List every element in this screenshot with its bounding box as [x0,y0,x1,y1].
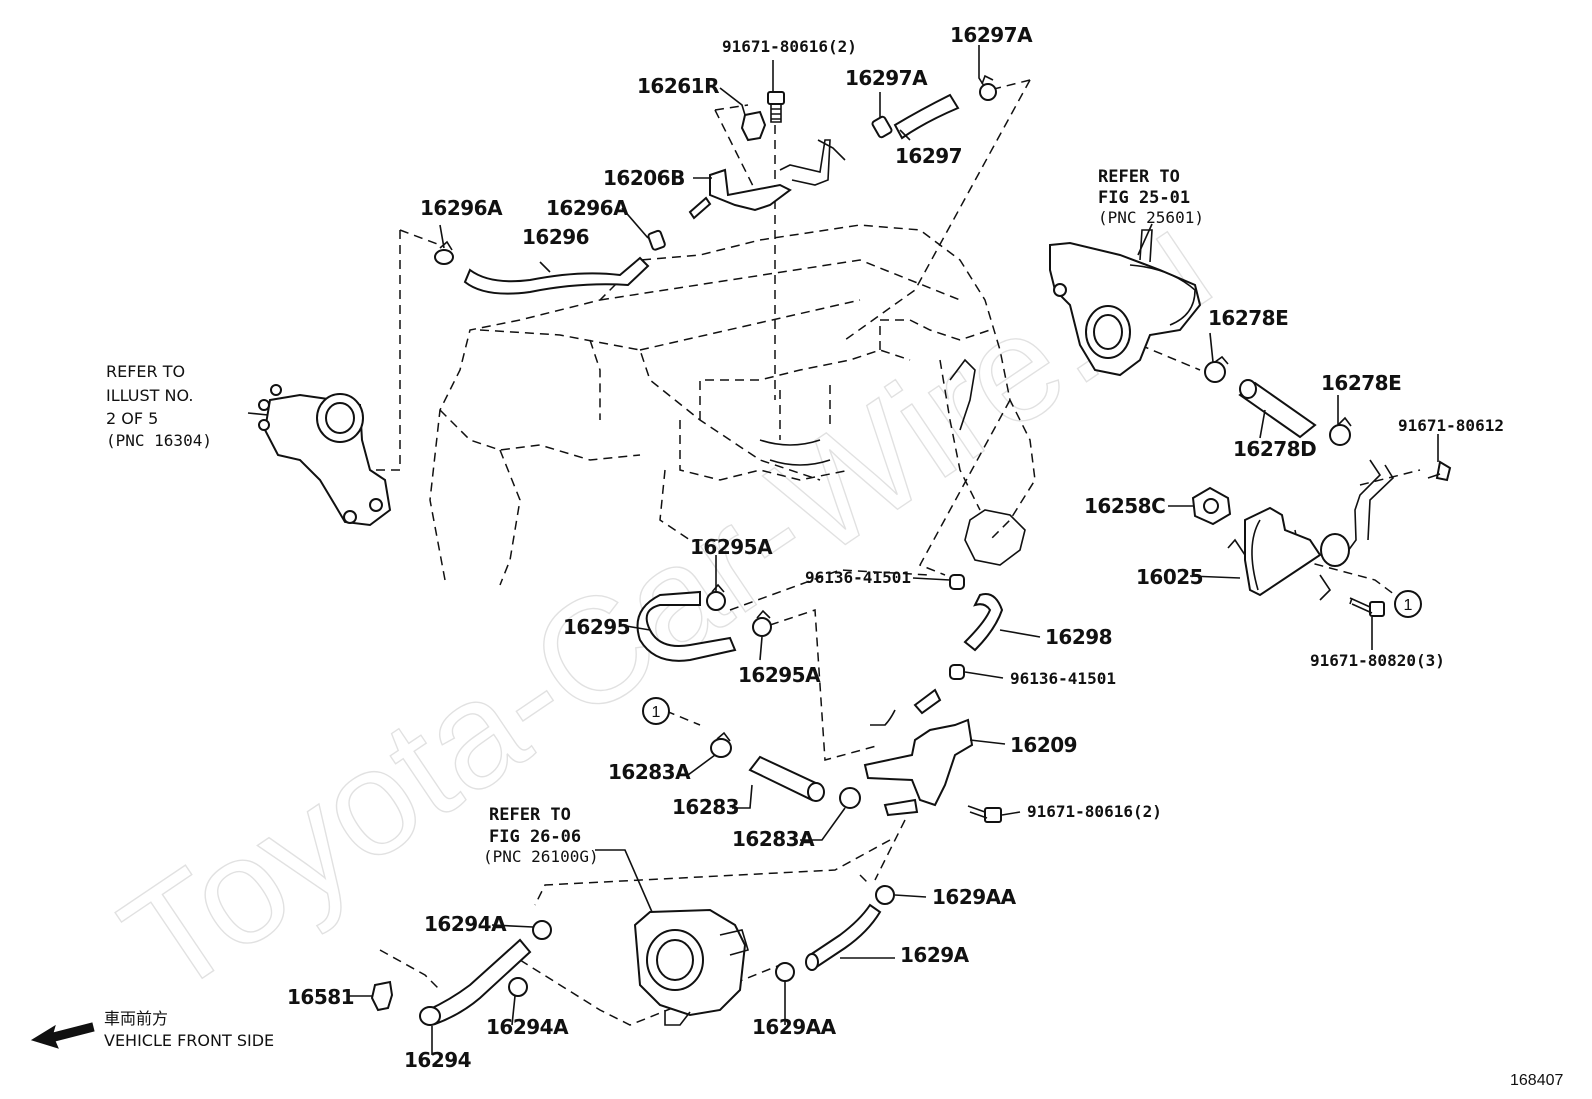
clamp-16295A-top[interactable] [706,583,726,611]
reference-fig-25-01: REFER TO FIG 25-01 (PNC 25601) [1098,167,1204,227]
label-16283A-bottom[interactable]: 16283A [732,827,816,851]
svg-text:(PNC 25601): (PNC 25601) [1098,208,1204,227]
fitting-16209[interactable] [863,688,974,817]
hose-16297[interactable] [893,93,960,140]
callout-marker-right: 1 [1394,590,1422,618]
clamp-16297A-top[interactable] [979,74,997,101]
pipe-16025[interactable] [1227,459,1395,601]
part-labels: 16297A 91671-80616(2) 16261R 16297A 1629… [287,23,1504,1072]
svg-text:2 OF 5: 2 OF 5 [106,409,158,428]
throttle-body-26100G [633,908,750,1026]
label-16278D[interactable]: 16278D [1233,437,1317,461]
hose-16294[interactable] [419,938,532,1026]
label-16283A-top[interactable]: 16283A [608,760,692,784]
bolt-91671-80820[interactable] [1349,597,1385,617]
label-16283[interactable]: 16283 [672,795,740,819]
svg-text:1: 1 [1404,597,1413,614]
hose-16298[interactable] [963,593,1004,652]
water-outlet-16304 [258,384,392,527]
assembly-lines [365,79,1421,1026]
clamp-16296A-right[interactable] [647,229,666,251]
label-1629AA-bottom[interactable]: 1629AA [752,1015,837,1039]
label-16261R[interactable]: 16261R [637,74,720,98]
label-16298[interactable]: 16298 [1045,625,1113,649]
label-16296A-left[interactable]: 16296A [420,196,504,220]
label-96136-41501-top[interactable]: 96136-41501 [805,568,911,587]
bolt-91671-80616-top[interactable] [767,91,785,123]
figure-number: 168407 [1510,1072,1563,1089]
clip-16261R[interactable] [740,110,767,142]
clamp-16283A-top[interactable] [710,731,732,758]
svg-text:ILLUST NO.: ILLUST NO. [106,386,193,405]
label-16295A-bottom[interactable]: 16295A [738,663,822,687]
clamp-96136-41501-bottom[interactable] [949,664,965,680]
clamp-16278E-top[interactable] [1204,355,1229,383]
label-16206B[interactable]: 16206B [603,166,685,190]
clamp-16294A-bottom[interactable] [508,977,528,997]
label-16297[interactable]: 16297 [895,144,963,168]
clamp-16294A-top[interactable] [532,920,552,940]
hose-1629A[interactable] [805,903,882,971]
svg-text:REFER TO: REFER TO [1098,167,1180,187]
svg-text:REFER TO: REFER TO [106,362,185,381]
svg-text:FIG 26-06: FIG 26-06 [489,827,581,847]
svg-text:1: 1 [652,704,661,721]
label-16025[interactable]: 16025 [1136,565,1204,589]
clamp-16295A-bottom[interactable] [752,609,772,637]
label-16297A-top[interactable]: 16297A [950,23,1034,47]
label-91671-80616-bottom[interactable]: 91671-80616(2) [1027,802,1162,821]
label-16296A-right[interactable]: 16296A [546,196,630,220]
label-91671-80616-top[interactable]: 91671-80616(2) [722,37,857,56]
label-91671-80820[interactable]: 91671-80820(3) [1310,651,1445,670]
label-16295[interactable]: 16295 [563,615,631,639]
label-96136-41501-bottom[interactable]: 96136-41501 [1010,669,1116,688]
label-16209[interactable]: 16209 [1010,733,1078,757]
hose-16278D[interactable] [1238,379,1317,439]
svg-text:(PNC 16304): (PNC 16304) [106,431,212,450]
label-16294A-top[interactable]: 16294A [424,912,508,936]
front-direction-indicator: 車両前方 VEHICLE FRONT SIDE [30,1009,274,1050]
front-label-english: VEHICLE FRONT SIDE [104,1031,274,1050]
label-16581[interactable]: 16581 [287,985,355,1009]
gasket-16258C[interactable] [1191,486,1232,526]
svg-text:REFER TO: REFER TO [489,805,571,825]
reference-fig-26-06: REFER TO FIG 26-06 (PNC 26100G) [483,805,599,866]
front-label-japanese: 車両前方 [104,1009,168,1028]
label-16258C[interactable]: 16258C [1084,494,1166,518]
label-1629A[interactable]: 1629A [900,943,970,967]
bolt-91671-80612[interactable] [1427,460,1452,482]
leader-lines [247,45,1439,1055]
engine-outline [429,224,1036,586]
clamp-1629AA-top[interactable] [875,885,895,905]
label-91671-80612[interactable]: 91671-80612 [1398,416,1504,435]
label-16294A-bottom[interactable]: 16294A [486,1015,570,1039]
label-16278E-right[interactable]: 16278E [1321,371,1402,395]
reference-illust-2of5: REFER TO ILLUST NO. 2 OF 5 (PNC 16304) [106,362,212,450]
bracket-16206B[interactable] [688,139,846,220]
label-16278E-top[interactable]: 16278E [1208,306,1289,330]
clip-16581[interactable] [370,980,394,1012]
label-16297A-mid[interactable]: 16297A [845,66,929,90]
clamp-16296A-left[interactable] [434,240,454,265]
clamp-16278E-right[interactable] [1329,416,1352,446]
hose-16295[interactable] [636,590,737,662]
clamp-1629AA-bottom[interactable] [775,962,795,982]
clamp-16297A-mid[interactable] [871,115,893,139]
svg-text:FIG 25-01: FIG 25-01 [1098,188,1190,208]
egr-assembly-25601 [1049,229,1202,377]
svg-text:(PNC 26100G): (PNC 26100G) [483,847,599,866]
hose-16283[interactable] [748,755,825,802]
bolt-91671-80616-bottom[interactable] [967,805,1002,823]
hose-16296[interactable] [463,256,650,295]
label-16296[interactable]: 16296 [522,225,590,249]
label-16295A-top[interactable]: 16295A [690,535,774,559]
clamp-16283A-bottom[interactable] [839,787,861,809]
callout-marker-left: 1 [642,697,670,725]
label-16294[interactable]: 16294 [404,1048,472,1072]
front-arrow-icon [30,1022,95,1049]
label-1629AA-top[interactable]: 1629AA [932,885,1017,909]
clamp-96136-41501-top[interactable] [949,574,965,590]
